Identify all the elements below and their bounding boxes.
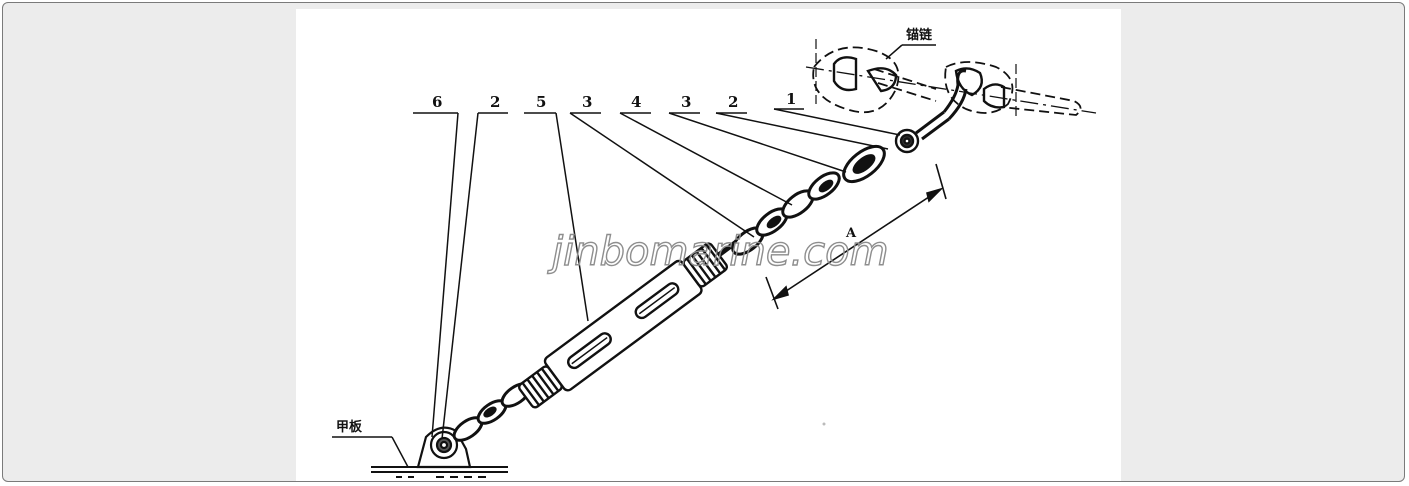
stopper-body: [452, 69, 968, 442]
callout-3-second: 3: [681, 93, 691, 111]
watermark: jinbomarine.com: [547, 229, 889, 275]
callout-3-first: 3: [582, 93, 592, 111]
callout-2-left: 2: [490, 93, 500, 111]
callout-4: 4: [631, 93, 641, 111]
diagram-svg: A: [332, 27, 1097, 478]
deck-eye-lug: [416, 426, 472, 469]
callout-2-right: 2: [728, 93, 738, 111]
dimension-a: A: [765, 163, 947, 310]
callout-1: 1: [786, 90, 796, 108]
chain-label: 锚链: [906, 27, 933, 43]
anchor-chain: [805, 39, 1097, 119]
speck: [822, 422, 826, 426]
callout-numbers: 6 2 5 3 4 3 2 1: [432, 90, 796, 111]
callout-5: 5: [536, 93, 546, 111]
callout-6: 6: [432, 93, 442, 111]
dimension-label: A: [845, 226, 857, 241]
chain-stopper-drawing: A: [296, 9, 1121, 481]
deck-label: 甲板: [336, 419, 363, 435]
leader-lines: [332, 44, 936, 468]
deck-plate: [371, 466, 508, 478]
